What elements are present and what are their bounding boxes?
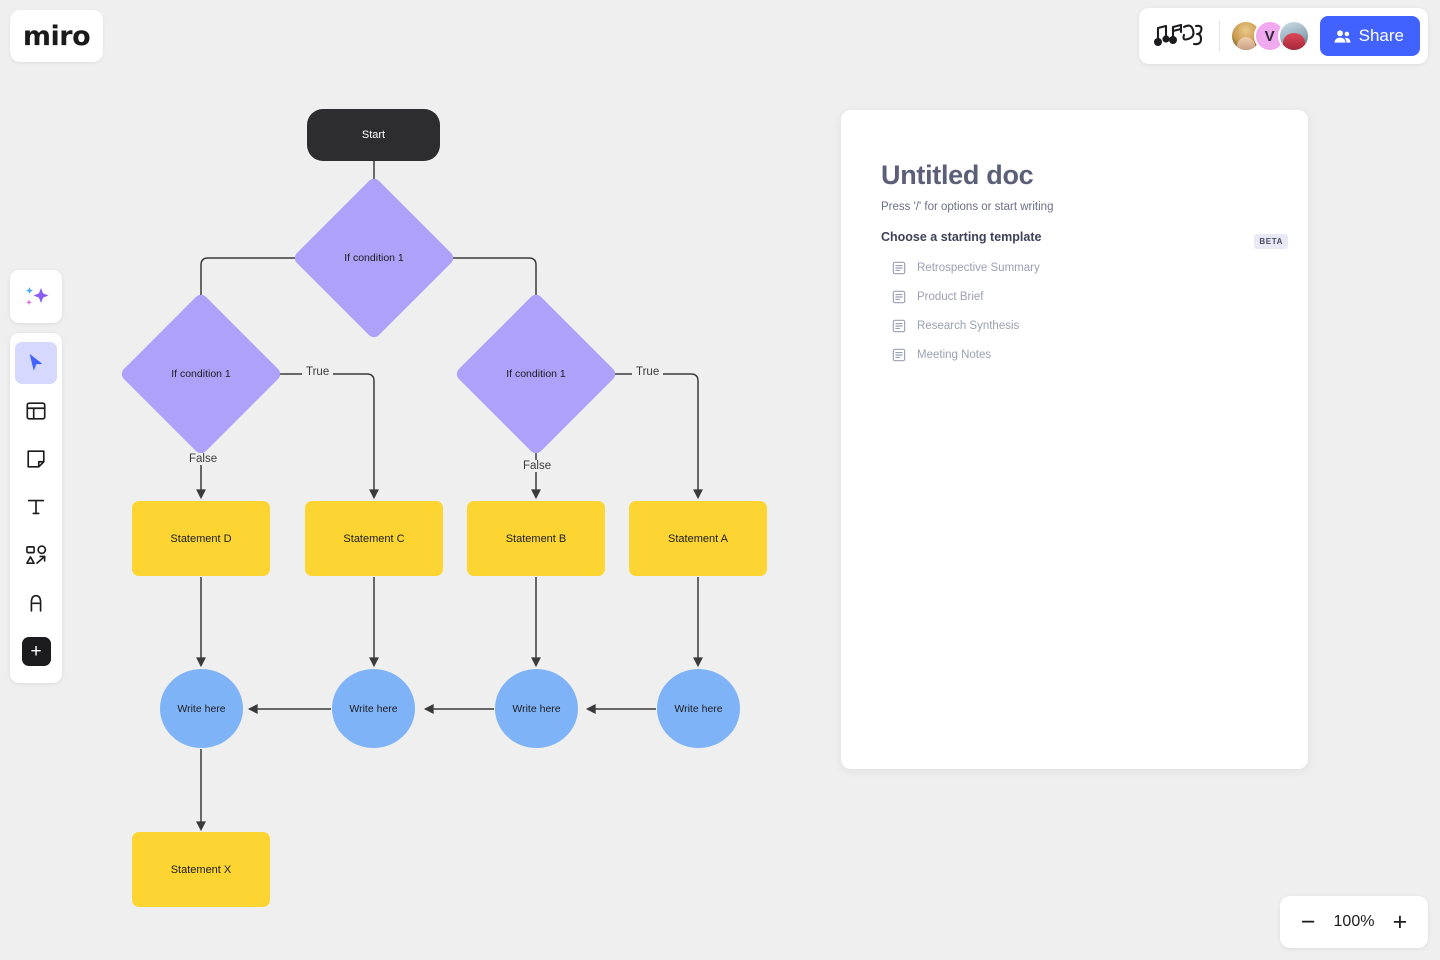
miro-wordmark: miro [22, 20, 91, 52]
edge-label-false-left: False [185, 453, 222, 465]
flow-node-statement-x[interactable]: Statement X [132, 832, 270, 907]
flow-node-start[interactable]: Start [307, 109, 440, 161]
music-doodle-icon[interactable] [1151, 19, 1209, 53]
pen-icon [30, 594, 42, 612]
edge-label-false-right: False [519, 460, 556, 472]
edge-label-true-right: True [632, 366, 664, 378]
zoom-control: − 100% + [1280, 896, 1428, 948]
flow-node-statement-a[interactable]: Statement A [629, 501, 767, 576]
template-item-research-synthesis[interactable]: Research Synthesis [892, 312, 1268, 340]
text-t-icon [27, 499, 45, 515]
node-label: Statement B [505, 532, 567, 545]
frame-icon [26, 402, 46, 420]
flow-node-decision-left[interactable]: If condition 1 [118, 291, 284, 457]
node-label: If condition 1 [506, 368, 566, 380]
zoom-level-label: 100% [1333, 913, 1375, 930]
node-label: Start [361, 129, 386, 141]
collaborator-avatars: V [1229, 20, 1310, 52]
top-right-bar: V Share [1138, 8, 1428, 64]
flow-node-statement-b[interactable]: Statement B [467, 501, 605, 576]
node-label: Write here [177, 702, 226, 715]
template-item-product-brief[interactable]: Product Brief [892, 283, 1268, 311]
beta-badge: BETA [1254, 234, 1288, 249]
sidebar-item-text[interactable] [15, 486, 57, 528]
share-button[interactable]: Share [1319, 16, 1420, 56]
sidebar-item-shapes[interactable] [15, 534, 57, 576]
doc-template-heading: Choose a starting template [881, 230, 1042, 244]
node-label: Statement D [170, 532, 232, 545]
node-label: Statement X [170, 863, 232, 876]
node-label: Write here [349, 702, 398, 715]
template-item-meeting-notes[interactable]: Meeting Notes [892, 341, 1268, 369]
template-list: Retrospective Summary Product Brief Rese… [881, 254, 1268, 369]
doc-placeholder-text[interactable]: Press '/' for options or start writing [881, 201, 1054, 213]
sidebar-item-sticky-note[interactable] [15, 438, 57, 480]
flow-node-circle-2[interactable]: Write here [332, 669, 415, 748]
document-icon [892, 261, 906, 275]
zoom-out-button[interactable]: − [1300, 907, 1316, 936]
document-icon [892, 348, 906, 362]
ai-tool-button[interactable] [10, 270, 62, 323]
people-icon [1334, 29, 1351, 43]
plus-icon: + [21, 636, 51, 666]
share-button-label: Share [1358, 26, 1404, 45]
doc-title[interactable]: Untitled doc [881, 160, 1034, 190]
node-label: If condition 1 [171, 368, 231, 380]
sidebar-item-templates[interactable] [15, 390, 57, 432]
template-item-retrospective-summary[interactable]: Retrospective Summary [892, 254, 1268, 282]
node-label: Statement C [343, 532, 405, 545]
template-label: Product Brief [917, 291, 984, 303]
edge-label-true-left: True [302, 366, 334, 378]
template-label: Retrospective Summary [917, 262, 1040, 274]
flow-node-statement-c[interactable]: Statement C [305, 501, 443, 576]
node-label: Write here [674, 702, 723, 715]
document-icon [892, 290, 906, 304]
node-label: Write here [512, 702, 561, 715]
flow-node-circle-3[interactable]: Write here [495, 669, 578, 748]
toolbar-divider [1218, 21, 1220, 51]
avatar[interactable] [1277, 20, 1310, 52]
sticky-note-icon [27, 450, 45, 468]
avatar-initial: V [1264, 27, 1275, 45]
flow-node-decision-top[interactable]: If condition 1 [291, 175, 457, 341]
node-label: Statement A [668, 532, 728, 545]
node-label: If condition 1 [344, 252, 404, 264]
template-label: Research Synthesis [917, 320, 1020, 332]
shapes-icon [25, 544, 46, 564]
cursor-icon [29, 353, 43, 371]
flow-node-circle-1[interactable]: Write here [160, 669, 243, 748]
document-panel: BETA Untitled doc Press '/' for options … [841, 110, 1308, 769]
left-toolbar: + [10, 333, 62, 683]
sidebar-item-more-apps[interactable]: + [15, 630, 57, 672]
flow-node-statement-d[interactable]: Statement D [132, 501, 270, 576]
flow-node-decision-right[interactable]: If condition 1 [453, 291, 619, 457]
flow-node-circle-4[interactable]: Write here [657, 669, 740, 748]
ai-sparkles-icon [26, 286, 49, 305]
sidebar-item-pen[interactable] [15, 582, 57, 624]
sidebar-item-select[interactable] [15, 342, 57, 384]
document-icon [892, 319, 906, 333]
zoom-in-button[interactable]: + [1392, 907, 1408, 936]
template-label: Meeting Notes [917, 349, 992, 361]
miro-logo[interactable]: miro [10, 10, 103, 62]
